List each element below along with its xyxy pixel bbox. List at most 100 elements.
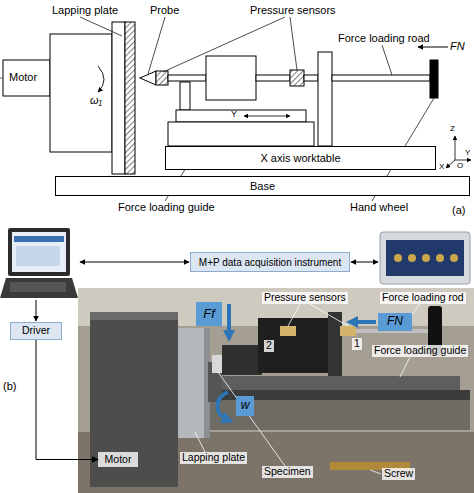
probe-assembly (180, 82, 190, 110)
motor-drawing (50, 34, 112, 152)
leader-line (163, 17, 285, 72)
laptop-picture (16, 246, 60, 266)
axis-name: O (457, 162, 463, 171)
instrument-picture (380, 232, 470, 284)
force-arrow (418, 47, 448, 48)
worktable-box: X axis worktable (165, 146, 436, 170)
laptop-picture (14, 236, 64, 242)
force-direction-arrow (218, 392, 229, 420)
part-name: Hand wheel (350, 201, 408, 213)
leader-line (80, 17, 122, 36)
data-link-arrow (36, 300, 37, 321)
part-name: Screw (382, 468, 415, 480)
driver-box: Driver (10, 322, 62, 340)
leader-line (370, 470, 381, 474)
rotation-arrow (98, 66, 104, 92)
laptop-picture (8, 228, 70, 276)
test-rig-photo (258, 318, 328, 373)
rotation-tag: w (236, 396, 254, 416)
rotation-arrow (98, 66, 104, 92)
panel-label: (a) (452, 204, 465, 216)
laptop-picture (10, 282, 66, 292)
test-rig-photo (90, 312, 178, 320)
probe-assembly (430, 60, 438, 98)
instrument-picture (450, 254, 458, 262)
instrument-picture (408, 254, 416, 262)
rotation-symbol: ω₁ (90, 94, 102, 106)
axis-name: X (439, 163, 444, 172)
axis-name: Y (465, 149, 470, 158)
motor-drawing (3, 60, 50, 96)
lapping-plate-drawing (125, 22, 135, 174)
lapping-plate-drawing (112, 22, 125, 174)
leader-line (400, 357, 410, 377)
part-name: Pressure sensors (250, 4, 336, 16)
force-tag: Ff (196, 302, 222, 326)
leader-line (148, 17, 165, 74)
leader-line (288, 304, 300, 326)
probe-assembly (206, 56, 256, 100)
force-tag: FN (378, 313, 412, 331)
probe-assembly (140, 52, 438, 146)
force-loading-guide-drawing (168, 110, 314, 146)
leader-line (195, 432, 205, 452)
probe-assembly (156, 71, 168, 85)
node-text: X axis worktable (260, 152, 340, 164)
panel-label: (b) (3, 380, 16, 392)
part-name: Lapping plate (52, 4, 118, 16)
force-direction-arrow (218, 304, 377, 420)
node-text: FN (387, 315, 403, 328)
instrument-picture (380, 232, 470, 284)
force-direction-arrow (227, 304, 231, 336)
part-name: Lapping plate (180, 452, 247, 464)
force-loading-guide-drawing (176, 110, 306, 122)
base-box: Base (55, 176, 470, 196)
laptop-picture (0, 228, 78, 298)
instrument-box: M+P data acquisition instrument (190, 252, 350, 272)
part-name: Force loading guide (118, 201, 215, 213)
probe-assembly (304, 75, 318, 81)
force-direction-arrow (352, 320, 376, 324)
leader-line (382, 45, 392, 75)
instrument-picture (386, 240, 464, 276)
force-loading-guide-drawing (168, 122, 314, 146)
laptop-picture (12, 232, 66, 272)
test-rig-photo (78, 288, 474, 493)
node-text: Motor (105, 454, 132, 466)
test-rig-photo (178, 328, 208, 438)
part-name: Force loading road (338, 32, 430, 44)
callout-number: 1 (352, 338, 362, 350)
motor-drawing (3, 34, 112, 152)
axis-icon (455, 136, 456, 160)
part-name: Force loading rod (380, 292, 466, 304)
test-rig-photo (340, 326, 356, 336)
leader-line (80, 17, 434, 201)
force-arrow (418, 47, 448, 48)
node-text: Ff (203, 307, 215, 321)
node-text: w (241, 399, 250, 412)
axis-name: Z (450, 125, 455, 134)
axis-icon (455, 160, 471, 161)
test-rig-photo (90, 312, 178, 487)
probe-assembly (290, 70, 304, 86)
part-name: Pressure sensors (262, 292, 348, 304)
part-name: Probe (150, 4, 179, 16)
part-name: Motor (9, 71, 37, 83)
photo-part-label: Motor (98, 452, 138, 467)
force-loading-guide-drawing (244, 116, 290, 117)
instrument-picture (422, 254, 430, 262)
leader-line (290, 17, 297, 70)
laptop-picture (0, 278, 78, 298)
test-rig-photo (78, 288, 474, 493)
instrument-picture (394, 254, 402, 262)
lapping-plate-drawing (112, 22, 135, 174)
data-link-arrow (351, 262, 378, 263)
part-name: Specimen (262, 466, 313, 478)
part-name: Force loading guide (372, 345, 468, 357)
test-rig-photo (222, 345, 262, 375)
probe-assembly (332, 75, 430, 81)
